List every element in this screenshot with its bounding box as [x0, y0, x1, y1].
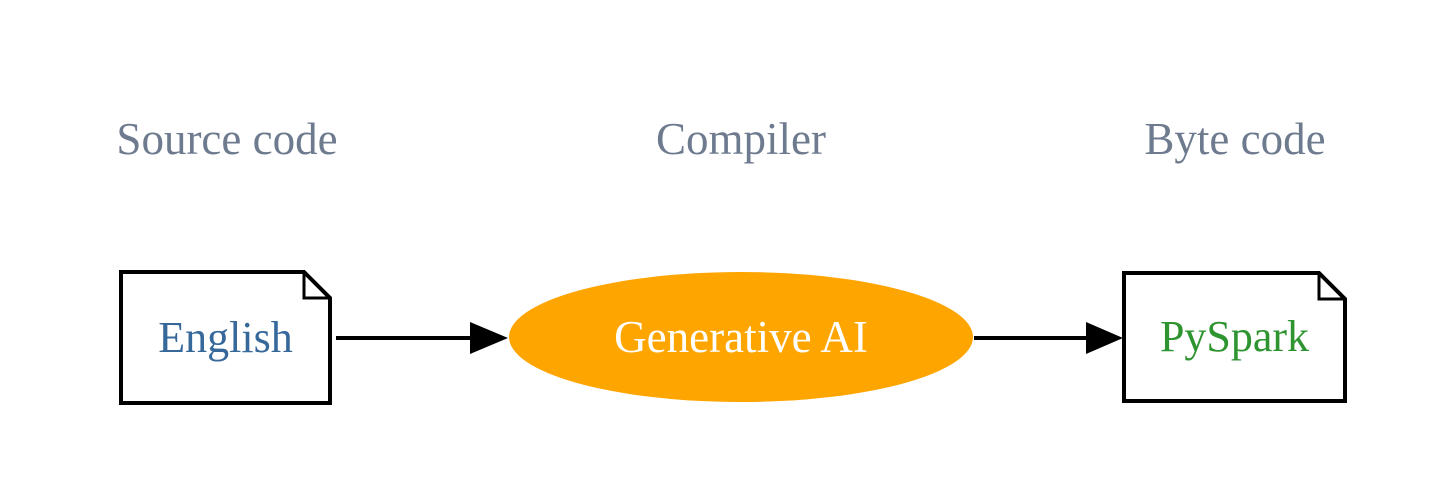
arrow-english-to-ai	[336, 322, 508, 354]
generative-ai-node-label: Generative AI	[614, 311, 868, 362]
heading-byte-code: Byte code	[1144, 114, 1326, 164]
arrowhead-icon	[470, 322, 508, 354]
document-outline	[1122, 271, 1347, 403]
arrow-ai-to-pyspark	[974, 322, 1123, 354]
document-outline	[119, 270, 332, 405]
folded-corner-icon	[1317, 273, 1345, 301]
folded-corner-icon	[302, 272, 330, 300]
english-node-label: English	[158, 312, 293, 362]
pyspark-node: PySpark	[1122, 271, 1347, 403]
document-shape-svg	[1122, 271, 1347, 403]
generative-ai-node: Generative AI	[508, 271, 974, 403]
heading-compiler: Compiler	[656, 114, 826, 164]
ellipse-shape	[509, 272, 973, 402]
english-node: English	[119, 270, 332, 405]
ellipse-shape-svg	[509, 272, 973, 402]
pyspark-node-label: PySpark	[1159, 312, 1310, 361]
arrowhead-icon	[1086, 322, 1123, 354]
heading-source-code: Source code	[116, 114, 338, 164]
document-shape-svg	[119, 270, 332, 405]
